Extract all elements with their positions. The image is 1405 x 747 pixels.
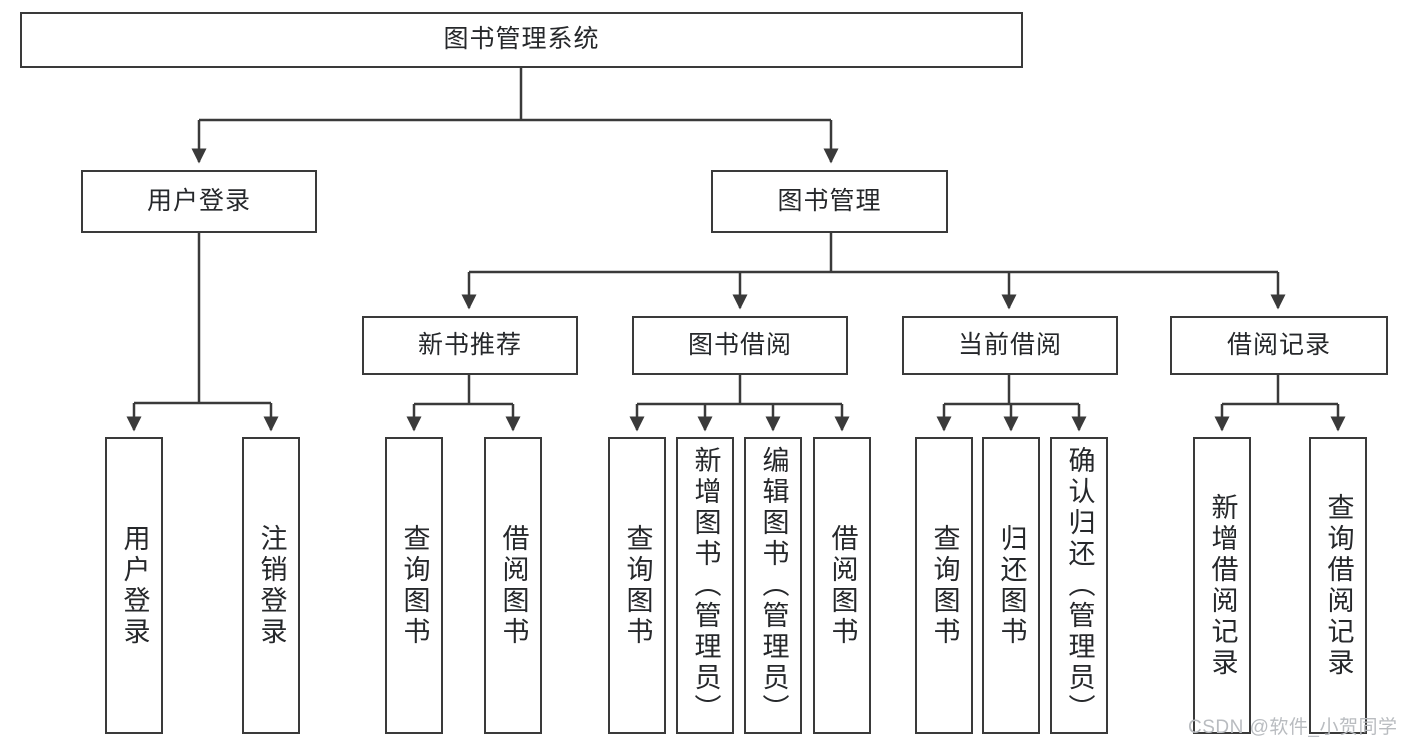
- node-leaf-edit-book[interactable]: 编辑图书（管理员）: [744, 437, 802, 734]
- node-leaf-query-book-3[interactable]: 查询图书: [915, 437, 973, 734]
- node-borrow-record-label: 借阅记录: [1226, 330, 1331, 359]
- node-leaf-add-record[interactable]: 新增借阅记录: [1193, 437, 1251, 734]
- node-borrow-record[interactable]: 借阅记录: [1170, 316, 1388, 375]
- node-leaf-logout-login-label: 注销登录: [256, 523, 287, 648]
- node-leaf-confirm-return-label: 确认归还（管理员）: [1064, 446, 1095, 725]
- node-leaf-confirm-return[interactable]: 确认归还（管理员）: [1050, 437, 1108, 734]
- node-leaf-return-book[interactable]: 归还图书: [982, 437, 1040, 734]
- node-new-book-recommend-label: 新书推荐: [417, 330, 522, 359]
- node-leaf-add-book[interactable]: 新增图书（管理员）: [676, 437, 734, 734]
- node-book-manage-label: 图书管理: [777, 186, 882, 215]
- node-leaf-borrow-book-1[interactable]: 借阅图书: [484, 437, 542, 734]
- node-book-borrow[interactable]: 图书借阅: [632, 316, 848, 375]
- node-root-system-label: 图书管理系统: [443, 25, 600, 54]
- node-leaf-query-book-1-label: 查询图书: [399, 523, 430, 648]
- node-user-login[interactable]: 用户登录: [81, 170, 317, 233]
- node-leaf-borrow-book-2-label: 借阅图书: [827, 523, 858, 648]
- node-leaf-edit-book-label: 编辑图书（管理员）: [758, 446, 789, 725]
- csdn-watermark: CSDN @软件_小贺同学: [1188, 717, 1398, 738]
- node-leaf-return-book-label: 归还图书: [996, 523, 1027, 648]
- node-current-borrow-label: 当前借阅: [957, 330, 1062, 359]
- node-user-login-label: 用户登录: [146, 186, 251, 215]
- node-leaf-query-book-2[interactable]: 查询图书: [608, 437, 666, 734]
- node-current-borrow[interactable]: 当前借阅: [902, 316, 1118, 375]
- node-leaf-add-record-label: 新增借阅记录: [1207, 492, 1238, 679]
- node-leaf-add-book-label: 新增图书（管理员）: [690, 446, 721, 725]
- node-leaf-logout-login[interactable]: 注销登录: [242, 437, 300, 734]
- node-book-manage[interactable]: 图书管理: [711, 170, 948, 233]
- node-leaf-query-book-3-label: 查询图书: [929, 523, 960, 648]
- node-leaf-query-record[interactable]: 查询借阅记录: [1309, 437, 1367, 734]
- node-book-borrow-label: 图书借阅: [687, 330, 792, 359]
- node-leaf-query-book-1[interactable]: 查询图书: [385, 437, 443, 734]
- node-new-book-recommend[interactable]: 新书推荐: [362, 316, 578, 375]
- node-leaf-borrow-book-1-label: 借阅图书: [498, 523, 529, 648]
- node-root-system[interactable]: 图书管理系统: [20, 12, 1023, 68]
- node-leaf-user-login[interactable]: 用户登录: [105, 437, 163, 734]
- node-leaf-user-login-label: 用户登录: [119, 523, 150, 648]
- node-leaf-query-record-label: 查询借阅记录: [1323, 492, 1354, 679]
- node-leaf-query-book-2-label: 查询图书: [622, 523, 653, 648]
- node-leaf-borrow-book-2[interactable]: 借阅图书: [813, 437, 871, 734]
